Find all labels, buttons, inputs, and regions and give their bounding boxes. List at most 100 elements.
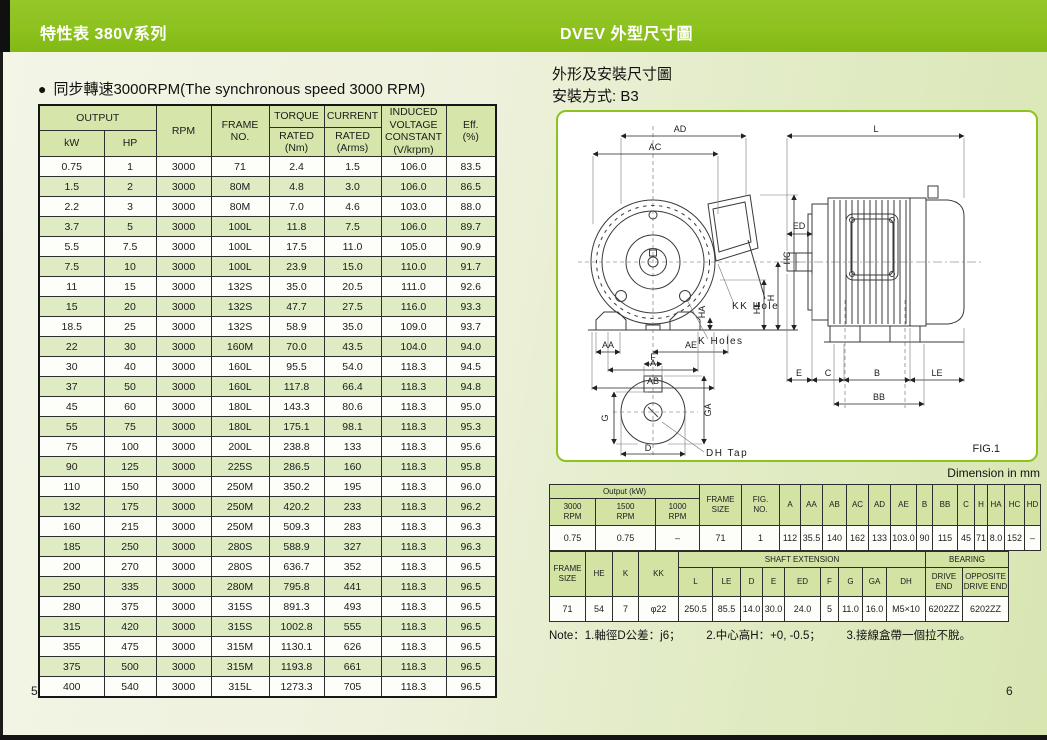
table-cell: 1273.3 xyxy=(268,676,325,698)
table-cell: 118.3 xyxy=(380,416,447,438)
table-cell: 335 xyxy=(103,576,157,598)
col-dim-ad: AD xyxy=(868,484,892,526)
page-bottom-edge xyxy=(0,735,1047,740)
dim-label-ha: HA xyxy=(697,306,707,319)
table-cell: 20 xyxy=(103,296,157,318)
table-cell: 95.6 xyxy=(445,436,497,458)
table-cell: 50 xyxy=(103,376,157,398)
table-cell: 100L xyxy=(210,216,270,238)
table-cell: 116.0 xyxy=(380,296,447,318)
table-cell: 95.0 xyxy=(445,396,497,418)
col-dim-ae: AE xyxy=(890,484,918,526)
spec-table: OUTPUT RPM FRAME NO. TORQUE CURRENT INDU… xyxy=(38,104,498,699)
bullet-icon: ● xyxy=(38,80,47,97)
table-cell: 47.7 xyxy=(268,296,325,318)
table-cell: 98.1 xyxy=(323,416,382,438)
table-cell: 96.5 xyxy=(445,556,497,578)
dim-label-h: H xyxy=(766,295,776,302)
table-cell: 1 xyxy=(741,525,781,551)
dim-label-l: L xyxy=(873,124,878,134)
table-cell: 160L xyxy=(210,376,270,398)
table-cell: 375 xyxy=(38,656,105,678)
table-cell: 25 xyxy=(103,316,157,338)
table-cell: 118.3 xyxy=(380,396,447,418)
table-cell: 30.0 xyxy=(762,596,785,622)
table-cell: 37 xyxy=(38,376,105,398)
table-cell: 5 xyxy=(103,216,157,238)
table-cell: 3.0 xyxy=(323,176,382,198)
table-cell: 118.3 xyxy=(380,476,447,498)
group-bearing: BEARING xyxy=(925,551,1010,568)
col-dim-hd: HD xyxy=(1024,484,1042,526)
dim-label-e: E xyxy=(796,368,802,378)
col-dim-b: B xyxy=(916,484,934,526)
table-cell: 1002.8 xyxy=(268,616,325,638)
table-cell: 509.3 xyxy=(268,516,325,538)
col-current: CURRENT xyxy=(323,104,382,128)
table-cell: 250 xyxy=(103,536,157,558)
table-cell: 96.2 xyxy=(445,496,497,518)
table-cell: 93.3 xyxy=(445,296,497,318)
table-cell: 315S xyxy=(210,616,270,638)
table-cell: 110 xyxy=(38,476,105,498)
col-torque: TORQUE xyxy=(268,104,325,128)
table-cell: 96.3 xyxy=(445,536,497,558)
col-shaft-le: LE xyxy=(712,567,741,597)
table-cell: 5.5 xyxy=(38,236,105,258)
table-cell: 280S xyxy=(210,556,270,578)
col-shaft-l: L xyxy=(678,567,713,597)
table-cell: 90 xyxy=(916,525,934,551)
table-cell: 125 xyxy=(103,456,157,478)
table-cell: 3000 xyxy=(155,256,212,278)
table-cell: 150 xyxy=(103,476,157,498)
table-cell: 5 xyxy=(820,596,839,622)
table-cell: 94.8 xyxy=(445,376,497,398)
dim-label-kk-hole: KK Hole xyxy=(732,301,779,312)
table-cell: 18.5 xyxy=(38,316,105,338)
table-cell: 195 xyxy=(323,476,382,498)
table-cell: 58.9 xyxy=(268,316,325,338)
table-cell: 3000 xyxy=(155,556,212,578)
col-frame-size: FRAME SIZE xyxy=(699,484,743,526)
table-cell: 118.3 xyxy=(380,596,447,618)
table-cell: 115 xyxy=(932,525,959,551)
table-cell: 375 xyxy=(103,596,157,618)
table-cell: – xyxy=(654,525,701,551)
table-cell: 96.5 xyxy=(445,576,497,598)
table-cell: 250M xyxy=(210,496,270,518)
col-dim-a: A xyxy=(779,484,802,526)
table-cell: 3000 xyxy=(155,396,212,418)
col-bearing-drive-end: DRIVE END xyxy=(925,567,964,597)
table-cell: 315M xyxy=(210,656,270,678)
table-cell: 16.0 xyxy=(862,596,887,622)
col-bearing-opp-drive-end: OPPOSITE DRIVE END xyxy=(962,567,1010,597)
table-cell: 540 xyxy=(103,676,157,698)
table-cell: 441 xyxy=(323,576,382,598)
table-cell: 160L xyxy=(210,356,270,378)
table-cell: 286.5 xyxy=(268,456,325,478)
table-cell: 7 xyxy=(612,596,639,622)
table-cell: 3000 xyxy=(155,476,212,498)
group-shaft-extension: SHAFT EXTENSION xyxy=(677,551,927,568)
table-cell: 118.3 xyxy=(380,676,447,698)
table-cell: 118.3 xyxy=(380,656,447,678)
table-cell: 35.5 xyxy=(800,525,824,551)
table-cell: 6202ZZ xyxy=(962,596,1010,622)
table-cell: 3000 xyxy=(155,436,212,458)
table-cell: 200L xyxy=(210,436,270,458)
table-cell: 270 xyxy=(103,556,157,578)
col-shaft-ga: GA xyxy=(862,567,887,597)
table-cell: 3000 xyxy=(155,236,212,258)
table-cell: 118.3 xyxy=(380,496,447,518)
table-cell: 1 xyxy=(103,156,157,178)
table-cell: 215 xyxy=(103,516,157,538)
col-dim-h: H xyxy=(974,484,989,526)
table-cell: 420 xyxy=(103,616,157,638)
